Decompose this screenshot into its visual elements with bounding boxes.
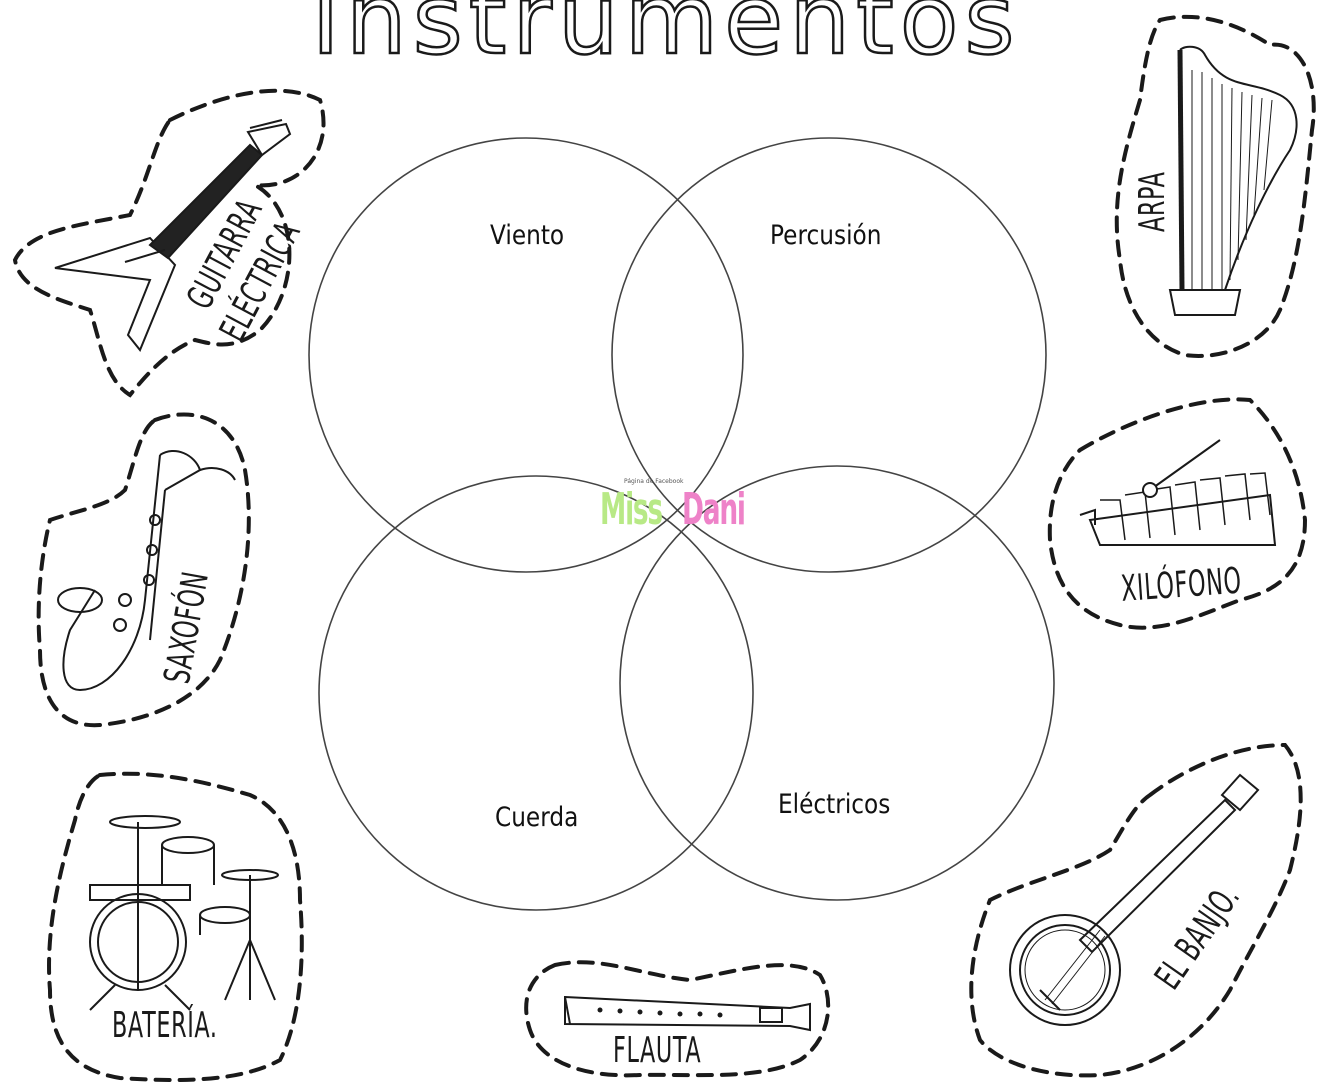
banjo-icon xyxy=(1009,773,1260,1026)
xylophone-icon xyxy=(1079,439,1277,546)
saxophone-icon xyxy=(57,450,236,692)
venn-circle-viento xyxy=(308,137,744,573)
venn-circle-percusion xyxy=(611,137,1047,573)
watermark-dani: Dani xyxy=(682,484,746,535)
drum-kit-icon xyxy=(89,815,279,1011)
venn-circle-electricos xyxy=(619,465,1055,901)
watermark-caption: Página de Facebook xyxy=(624,478,684,485)
watermark-miss: Miss xyxy=(600,484,663,535)
flute-card-outline xyxy=(524,960,831,1078)
label-electricos: Eléctricos xyxy=(778,789,891,820)
harp-icon xyxy=(1168,45,1298,316)
card-label-arpa: ARPA xyxy=(1132,171,1173,232)
recorder-flute-icon xyxy=(564,995,811,1032)
label-cuerda: Cuerda xyxy=(495,802,579,833)
xylophone-card-outline xyxy=(1047,397,1308,630)
label-viento: Viento xyxy=(490,220,565,251)
electric-guitar-icon xyxy=(54,119,292,352)
drums-card-outline xyxy=(47,771,304,1083)
card-label-flauta: FLAUTA xyxy=(613,1030,702,1071)
sax-card-outline xyxy=(36,412,251,728)
label-percusion: Percusión xyxy=(770,220,882,251)
venn-circle-cuerda xyxy=(318,475,754,911)
page-title: Instrumentos xyxy=(310,0,1021,76)
card-label-xilofono: XILÓFONO xyxy=(1119,560,1244,610)
harp-card-outline xyxy=(1114,14,1316,358)
banjo-card-outline xyxy=(969,742,1303,1078)
guitar-card-outline xyxy=(12,88,326,398)
card-label-bateria: BATERÍA. xyxy=(112,1005,218,1046)
